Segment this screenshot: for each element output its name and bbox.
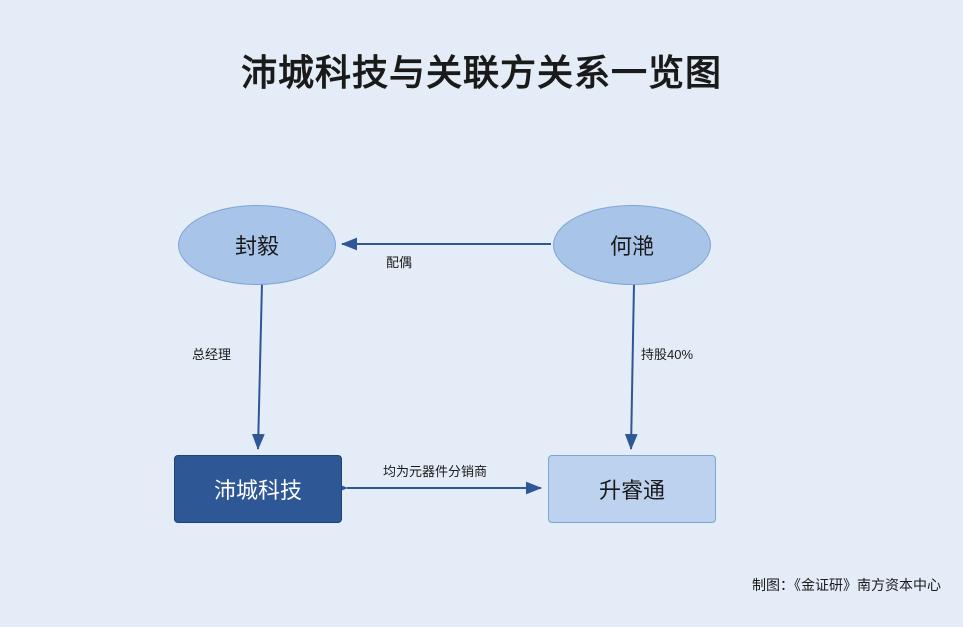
credit-line: 制图：《金证研》南方资本中心 [752, 577, 941, 593]
node-shengruitong-label: 升睿通 [598, 478, 665, 503]
node-heyan[interactable]: 何滟 [553, 205, 711, 285]
edge-label-general-manager: 总经理 [192, 347, 232, 362]
node-shengruitong[interactable]: 升睿通 [548, 455, 716, 523]
edge-label-spouse: 配偶 [386, 255, 413, 270]
edge-label-distributor: 均为元器件分销商 [383, 464, 488, 479]
node-fengyi[interactable]: 封毅 [178, 205, 336, 285]
node-heyan-label: 何滟 [609, 234, 654, 259]
edge-fengyi-to-peicheng [251, 282, 265, 450]
edge-heyan-to-shengruitong [624, 282, 638, 450]
node-peicheng[interactable]: 沛城科技 [174, 455, 342, 523]
node-peicheng-label: 沛城科技 [213, 478, 302, 503]
edge-label-shareholding: 持股40% [641, 347, 694, 362]
page-title: 沛城科技与关联方关系一览图 [240, 52, 722, 93]
node-fengyi-label: 封毅 [234, 234, 279, 259]
